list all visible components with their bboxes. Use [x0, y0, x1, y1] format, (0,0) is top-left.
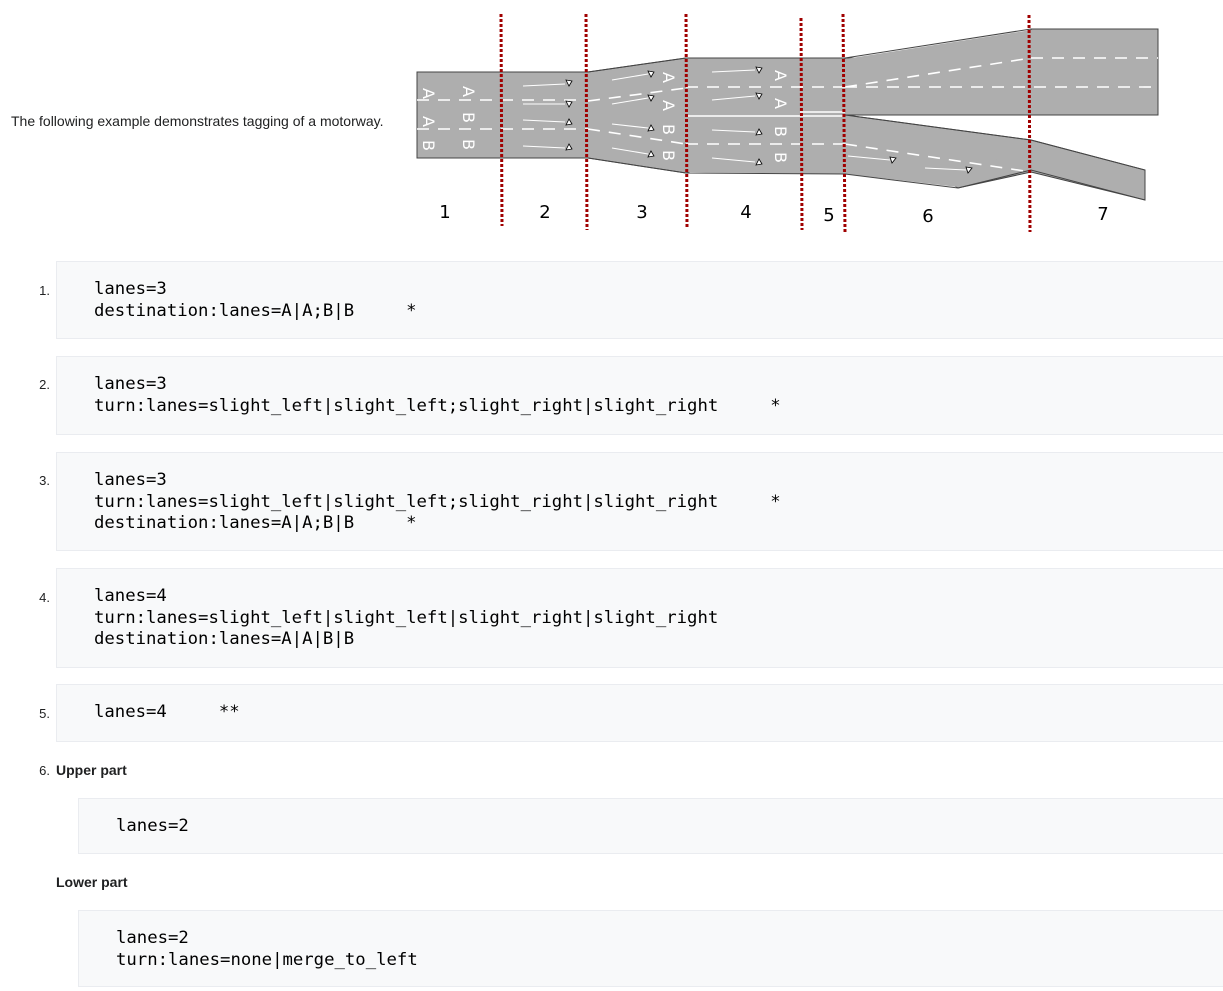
- code-text: lanes=3 destination:lanes=A|A;B|B *: [94, 279, 417, 321]
- lane-letter: A: [771, 70, 790, 81]
- lane-letter: A: [771, 98, 790, 109]
- code-block: lanes=4 turn:lanes=slight_left|slight_le…: [56, 568, 1223, 668]
- code-block: lanes=3 turn:lanes=slight_left|slight_le…: [56, 356, 1223, 435]
- lane-solid-markings: [686, 111, 845, 117]
- code-block: lanes=3 turn:lanes=slight_left|slight_le…: [56, 452, 1223, 551]
- motorway-lanes-diagram: A A B A B B A A B B A A B B 1 2 3 4 5 6 …: [416, 13, 1159, 233]
- code-text: lanes=3 turn:lanes=slight_left|slight_le…: [94, 374, 781, 416]
- section-dividers: [499, 13, 1032, 233]
- lane-letter: B: [771, 152, 790, 163]
- lane-letters: A A B A B B A A B B A A B B: [419, 70, 790, 163]
- code-block: lanes=2: [78, 798, 1223, 854]
- upper-part-label: Upper part: [56, 762, 127, 778]
- lane-letter: B: [659, 124, 678, 135]
- section-number: 5: [823, 205, 834, 226]
- section-number: 2: [539, 202, 550, 223]
- road-fill: [418, 30, 1157, 199]
- section-numbers: 1 2 3 4 5 6 7: [439, 202, 1108, 227]
- list-number: 1.: [39, 283, 50, 298]
- lane-letter: A: [659, 100, 678, 111]
- list-number: 4.: [39, 590, 50, 605]
- direction-arrows: [522, 69, 967, 171]
- lower-part-label: Lower part: [56, 874, 128, 890]
- lane-letter: B: [659, 150, 678, 161]
- section-number: 1: [439, 202, 450, 223]
- lane-letter: B: [419, 140, 438, 151]
- section-number: 3: [636, 202, 647, 223]
- lane-letter: A: [419, 88, 438, 99]
- lane-letter: B: [771, 126, 790, 137]
- list-number: 3.: [39, 473, 50, 488]
- lane-letter: A: [419, 116, 438, 127]
- code-text: lanes=4 **: [94, 702, 240, 722]
- section-number: 6: [922, 206, 933, 227]
- lane-letter: A: [459, 86, 478, 97]
- code-block: lanes=2 turn:lanes=none|merge_to_left: [78, 910, 1223, 987]
- arrow-heads: [565, 66, 973, 174]
- code-text: lanes=2: [116, 816, 189, 836]
- list-number: 5.: [39, 706, 50, 721]
- lane-letter: A: [659, 72, 678, 83]
- code-text: lanes=2 turn:lanes=none|merge_to_left: [116, 928, 418, 970]
- list-number: 6.: [39, 763, 50, 778]
- lane-letter: B: [459, 139, 478, 150]
- list-number: 2.: [39, 377, 50, 392]
- code-text: lanes=3 turn:lanes=slight_left|slight_le…: [94, 470, 781, 533]
- road-outline: [416, 28, 1159, 201]
- code-block: lanes=4 **: [56, 684, 1223, 742]
- code-text: lanes=4 turn:lanes=slight_left|slight_le…: [94, 586, 719, 649]
- lane-letter: B: [459, 112, 478, 123]
- code-block: lanes=3 destination:lanes=A|A;B|B *: [56, 261, 1223, 339]
- section-number: 7: [1097, 204, 1108, 225]
- section-number: 4: [740, 202, 751, 223]
- intro-text: The following example demonstrates taggi…: [11, 113, 384, 129]
